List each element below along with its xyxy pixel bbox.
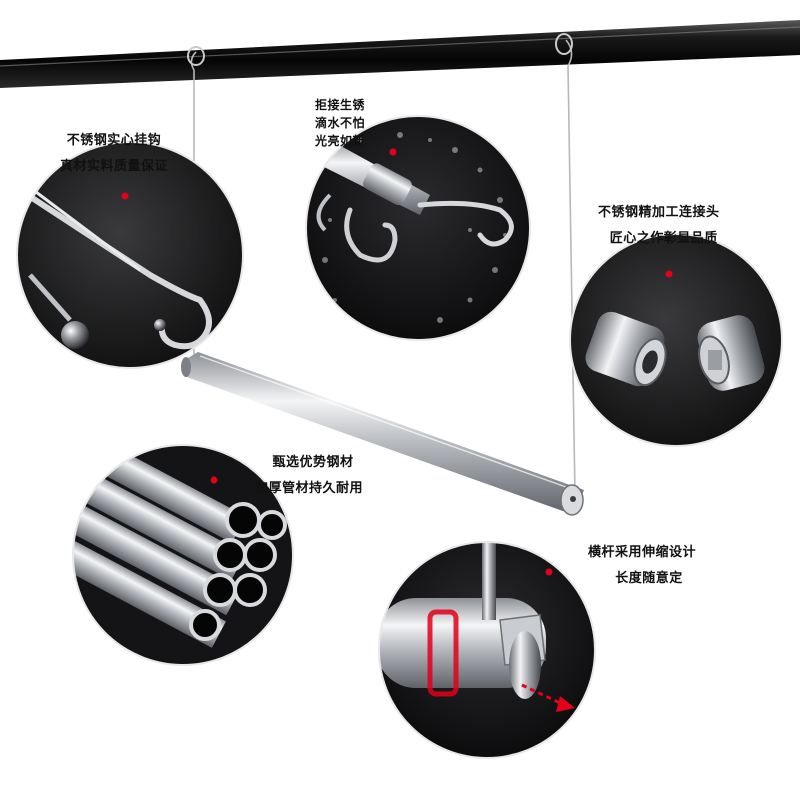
hook-caption-line: 不锈钢实心挂钩 <box>66 133 162 148</box>
hook-detail-circle <box>17 142 243 368</box>
telescopic-caption-line: 横杆采用伸缩设计 <box>588 545 697 560</box>
rust-resistance-circle <box>306 116 530 340</box>
tube-caption-line: 甄选优势钢材 <box>272 455 354 470</box>
red-dot-marker-icon <box>210 476 218 484</box>
telescopic-caption: 横杆采用伸缩设计 长度随意定 <box>588 540 696 592</box>
hook-caption: 不锈钢实心挂钩 真材实料质量保证 <box>60 128 168 180</box>
connector-caption-line: 匠心之作彰显品质 <box>609 231 718 246</box>
tube-caption-line: 加厚管材持久耐用 <box>255 481 364 496</box>
red-dot-marker-icon <box>665 270 673 278</box>
top-rod <box>0 20 800 88</box>
telescopic-detail-circle <box>379 542 595 758</box>
red-dot-markers <box>121 148 673 576</box>
red-dot-marker-icon <box>545 568 553 576</box>
circle-outlines <box>16 115 783 759</box>
red-dot-marker-icon <box>389 148 397 156</box>
hanging-steel-bar <box>181 352 584 516</box>
tube-caption: 甄选优势钢材 加厚管材持久耐用 <box>255 450 363 502</box>
telescopic-caption-line: 长度随意定 <box>615 571 683 586</box>
rust-caption-line: 光亮如新 <box>315 134 366 148</box>
rust-caption-line: 滴水不怕 <box>315 116 366 130</box>
connector-detail-circle <box>570 234 782 446</box>
hanging-wires <box>187 33 576 496</box>
hook-caption-line: 真材实料质量保证 <box>60 159 169 174</box>
red-dot-marker-icon <box>121 192 129 200</box>
steel-tube-circle <box>73 445 293 665</box>
connector-caption-line: 不锈钢精加工连接头 <box>598 205 720 220</box>
connector-caption: 不锈钢精加工连接头 匠心之作彰显品质 <box>598 200 720 252</box>
rust-caption: 拒接生锈 滴水不怕 光亮如新 <box>315 96 365 150</box>
rust-caption-line: 拒接生锈 <box>315 98 366 112</box>
